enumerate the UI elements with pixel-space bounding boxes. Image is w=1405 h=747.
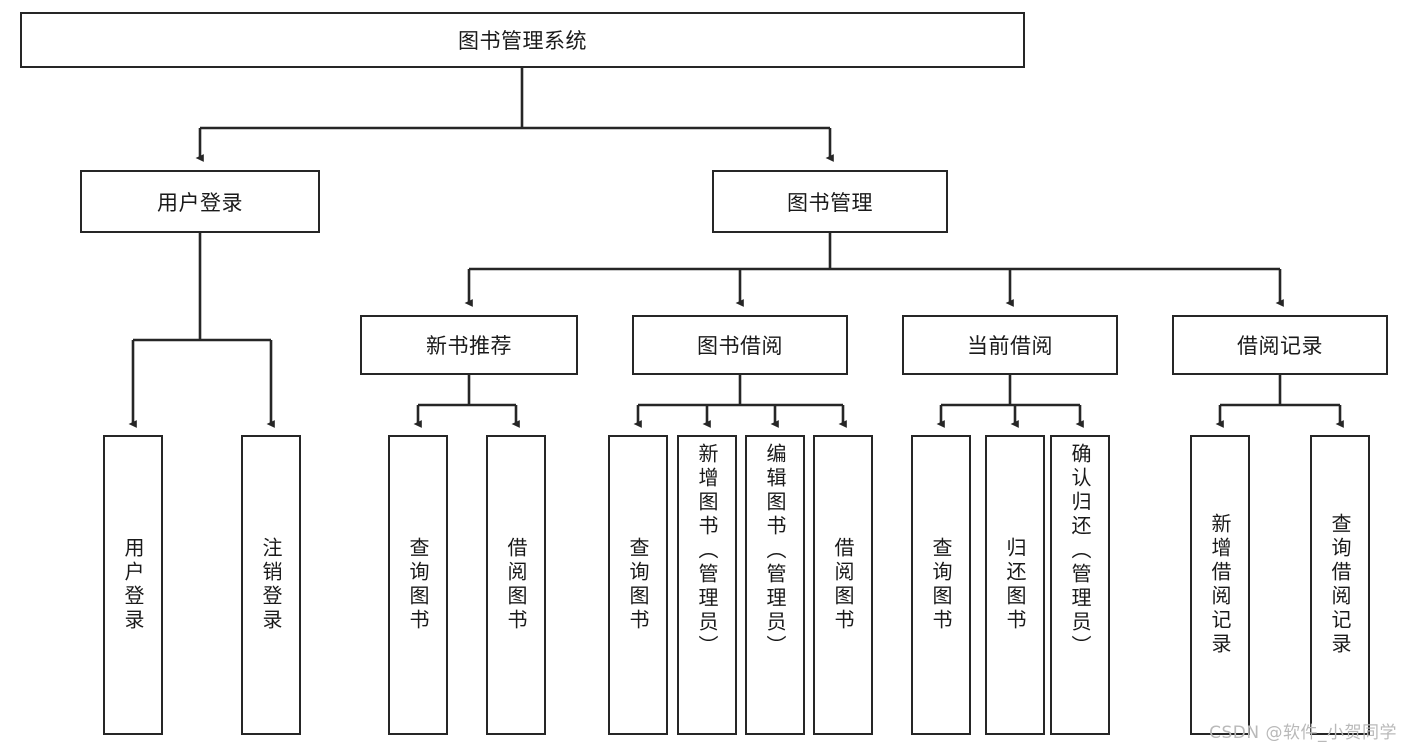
- node-book-borrow-label: 图书借阅: [697, 334, 783, 358]
- node-book-manage[interactable]: 图书管理: [712, 170, 948, 233]
- node-root[interactable]: 图书管理系统: [20, 12, 1025, 68]
- node-new-book-recommend[interactable]: 新书推荐: [360, 315, 578, 375]
- node-leaf-edit-book-admin-label: 编辑图书（管理员）: [763, 443, 787, 659]
- node-borrow-record[interactable]: 借阅记录: [1172, 315, 1388, 375]
- node-current-borrow[interactable]: 当前借阅: [902, 315, 1118, 375]
- node-leaf-query-book-3[interactable]: 查询图书: [911, 435, 971, 735]
- node-book-manage-label: 图书管理: [787, 190, 873, 215]
- node-leaf-confirm-return-admin[interactable]: 确认归还（管理员）: [1050, 435, 1110, 735]
- node-leaf-query-book-1[interactable]: 查询图书: [388, 435, 448, 735]
- node-leaf-return-book[interactable]: 归还图书: [985, 435, 1045, 735]
- node-leaf-query-book-3-label: 查询图书: [929, 537, 953, 633]
- node-leaf-query-book-2-label: 查询图书: [626, 537, 650, 633]
- node-leaf-user-login[interactable]: 用户登录: [103, 435, 163, 735]
- node-leaf-query-borrow-record[interactable]: 查询借阅记录: [1310, 435, 1370, 735]
- node-leaf-add-book-admin-label: 新增图书（管理员）: [695, 443, 719, 659]
- node-root-label: 图书管理系统: [458, 29, 587, 53]
- node-leaf-borrow-book-2-label: 借阅图书: [831, 537, 855, 633]
- node-book-borrow[interactable]: 图书借阅: [632, 315, 848, 375]
- node-user-login[interactable]: 用户登录: [80, 170, 320, 233]
- node-leaf-logout-login-label: 注销登录: [259, 537, 283, 633]
- node-leaf-borrow-book-1[interactable]: 借阅图书: [486, 435, 546, 735]
- node-leaf-add-borrow-record[interactable]: 新增借阅记录: [1190, 435, 1250, 735]
- node-leaf-borrow-book-1-label: 借阅图书: [504, 537, 528, 633]
- node-leaf-add-borrow-record-label: 新增借阅记录: [1208, 513, 1232, 657]
- node-leaf-user-login-label: 用户登录: [121, 537, 145, 633]
- node-leaf-query-book-1-label: 查询图书: [406, 537, 430, 633]
- node-leaf-query-book-2[interactable]: 查询图书: [608, 435, 668, 735]
- node-borrow-record-label: 借阅记录: [1237, 334, 1323, 358]
- node-leaf-add-book-admin[interactable]: 新增图书（管理员）: [677, 435, 737, 735]
- node-leaf-edit-book-admin[interactable]: 编辑图书（管理员）: [745, 435, 805, 735]
- node-leaf-confirm-return-admin-label: 确认归还（管理员）: [1068, 443, 1092, 659]
- node-leaf-logout-login[interactable]: 注销登录: [241, 435, 301, 735]
- node-leaf-return-book-label: 归还图书: [1003, 537, 1027, 633]
- node-new-book-recommend-label: 新书推荐: [426, 334, 512, 358]
- node-user-login-label: 用户登录: [157, 190, 243, 215]
- node-leaf-query-borrow-record-label: 查询借阅记录: [1328, 513, 1352, 657]
- node-leaf-borrow-book-2[interactable]: 借阅图书: [813, 435, 873, 735]
- node-current-borrow-label: 当前借阅: [967, 334, 1053, 358]
